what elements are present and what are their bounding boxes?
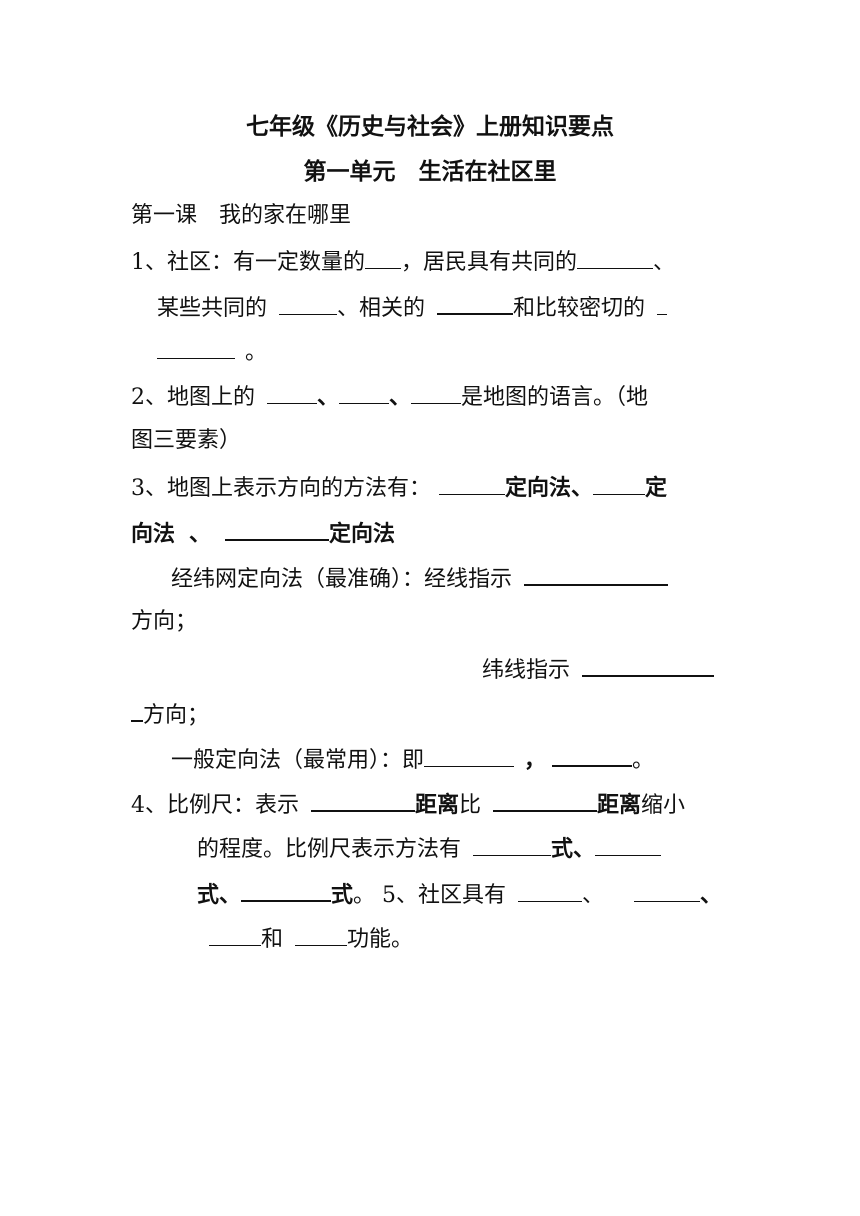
- q4-text-6: 式、: [551, 837, 596, 862]
- q1-text-4: 、相关的: [337, 296, 426, 321]
- grid-text-2: 方向；: [143, 703, 210, 728]
- q5-blank-2[interactable]: [634, 879, 701, 902]
- question-4-line-2: 的程度。比例尺表示方法有 式、: [197, 833, 662, 865]
- grid-line-2: 方向；: [131, 609, 198, 634]
- q1-blank-5b[interactable]: [157, 336, 235, 359]
- q2-sep-1: 、: [317, 385, 340, 410]
- q3-text-2: 定: [645, 476, 668, 501]
- q1-blank-3[interactable]: [279, 292, 338, 315]
- q1-text-5: 和比较密切的: [513, 296, 646, 321]
- question-2-line-2: 图三要素）: [131, 428, 242, 453]
- general-blank-1[interactable]: [424, 744, 515, 767]
- q4-lead: 4、比例尺：表示: [131, 793, 299, 818]
- q4-text-10: 、: [582, 883, 605, 908]
- q2-text-1: 是地图的语言。（地: [461, 385, 649, 410]
- q4-text-8: 式: [331, 883, 354, 908]
- q4-text-9: 。 5、社区具有: [353, 883, 507, 908]
- question-4-line-1: 4、比例尺：表示距离比距离缩小: [131, 788, 685, 821]
- question-3-line-2: 向法、 定向法: [131, 517, 395, 550]
- q1-blank-2[interactable]: [577, 246, 654, 269]
- general-lead: 一般定向法（最常用）：即: [171, 748, 425, 773]
- q1-blank-4[interactable]: [437, 291, 514, 315]
- question-4-line-4: 和 功能。: [209, 923, 413, 955]
- q2-sep-2: 、: [389, 385, 412, 410]
- q4-text-5: 的程度。比例尺表示方法有: [197, 837, 462, 862]
- q1-blank-1[interactable]: [365, 246, 401, 269]
- q4-blank-4a[interactable]: [595, 833, 662, 856]
- q2-lead: 2、地图上的: [131, 385, 255, 410]
- q5-blank-3[interactable]: [209, 923, 261, 946]
- q3-text-4: 、: [189, 522, 212, 547]
- grid-lead-2: 纬线指示: [482, 658, 571, 683]
- q4-blank-1[interactable]: [311, 788, 415, 812]
- grid-line-3: 纬线指示: [482, 653, 715, 686]
- q1-text-3: 某些共同的: [157, 296, 268, 321]
- q4-text-3: 距离: [597, 793, 642, 818]
- question-1-line-2: 某些共同的 、相关的 和比较密切的: [157, 291, 668, 324]
- q2-blank-3[interactable]: [411, 381, 462, 404]
- q4-text-13: 功能。: [347, 927, 414, 952]
- general-comma: ，: [524, 748, 547, 773]
- question-1-line-3: 。: [157, 336, 267, 368]
- q4-text-11: 、: [700, 883, 723, 908]
- general-line: 一般定向法（最常用）：即 ， 。: [171, 743, 654, 776]
- question-4-line-3: 式、 式。 5、社区具有 、 、: [197, 878, 722, 911]
- q2-blank-2[interactable]: [339, 381, 390, 404]
- q5-blank-1[interactable]: [518, 879, 583, 902]
- q4-text-12: 和: [261, 927, 284, 952]
- q3-blank-3[interactable]: [225, 517, 330, 541]
- q4-blank-2[interactable]: [493, 788, 598, 812]
- q2-blank-1[interactable]: [267, 381, 317, 404]
- general-end: 。: [632, 748, 655, 773]
- q4-text-1: 距离: [415, 793, 460, 818]
- grid-blank-2a[interactable]: [582, 653, 715, 677]
- grid-blank-1[interactable]: [524, 562, 669, 586]
- question-2-line-1: 2、地图上的 、 、 是地图的语言。（地: [131, 381, 648, 413]
- lesson-heading: 第一课 我的家在哪里: [131, 203, 352, 228]
- unit-heading: 第一单元 生活在社区里: [303, 159, 557, 185]
- q3-blank-2[interactable]: [593, 472, 646, 495]
- q1-blank-5a[interactable]: [657, 292, 668, 315]
- grid-line-4: 方向；: [131, 698, 209, 731]
- q3-lead: 3、地图上表示方向的方法有：: [131, 476, 431, 501]
- q4-text-7: 式、: [197, 883, 242, 908]
- q3-text-3: 向法: [131, 522, 176, 547]
- q3-text-5: 定向法: [329, 522, 396, 547]
- grid-lead: 经纬网定向法（最准确）：经线指示: [171, 567, 513, 592]
- q1-lead: 1、社区：有一定数量的: [131, 250, 365, 275]
- general-blank-2[interactable]: [552, 743, 633, 767]
- q3-text-1: 定向法、: [505, 476, 594, 501]
- q4-blank-5[interactable]: [241, 878, 332, 902]
- q1-text-6: 。: [245, 340, 268, 365]
- q4-text-4: 缩小: [641, 793, 686, 818]
- q4-text-2: 比: [459, 793, 482, 818]
- q5-blank-4[interactable]: [295, 923, 348, 946]
- grid-line-1: 经纬网定向法（最准确）：经线指示: [171, 562, 669, 595]
- document-title: 七年级《历史与社会》上册知识要点: [246, 114, 614, 140]
- q4-blank-3[interactable]: [473, 833, 552, 856]
- grid-blank-2b[interactable]: [131, 698, 143, 722]
- q3-blank-1[interactable]: [439, 472, 505, 495]
- question-3-line-1: 3、地图上表示方向的方法有： 定向法、 定: [131, 472, 667, 504]
- q1-text-2: 、: [653, 250, 676, 275]
- q1-text-1: ，居民具有共同的: [401, 250, 578, 275]
- question-1-line-1: 1、社区：有一定数量的 ，居民具有共同的 、: [131, 246, 675, 278]
